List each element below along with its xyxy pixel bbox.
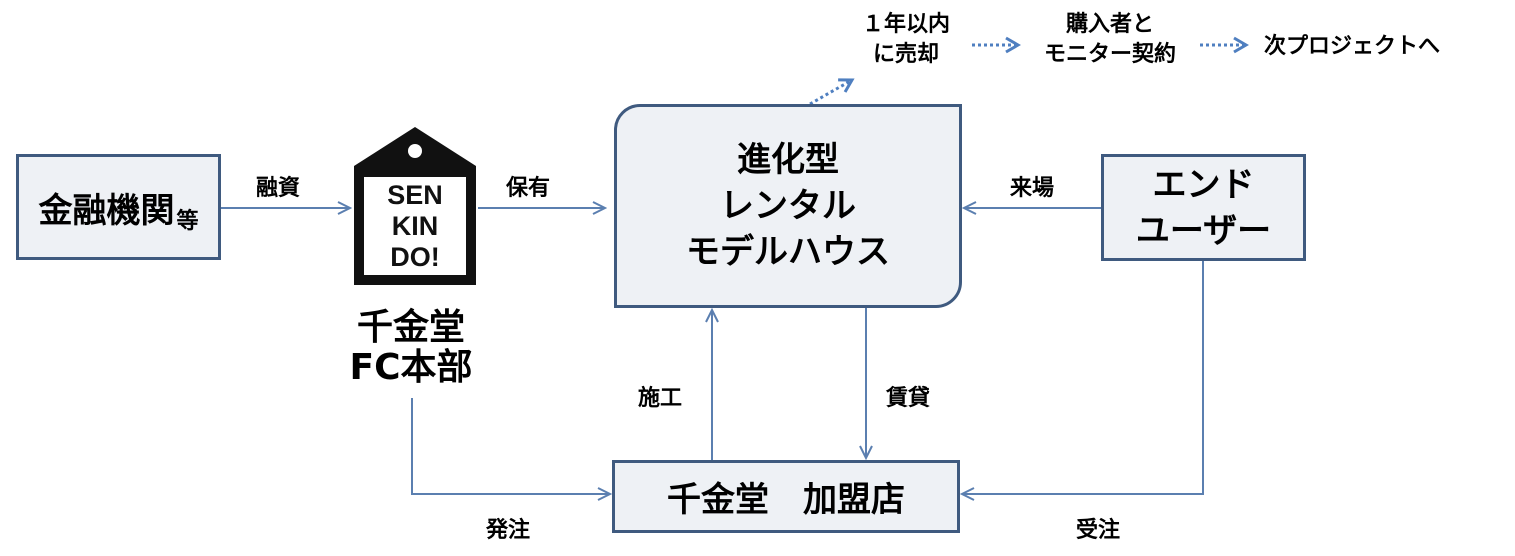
edge-label-loan: 融資: [256, 176, 301, 201]
model-line1: 進化型: [737, 140, 839, 180]
finance-sub-label: 等: [176, 209, 199, 234]
arrow-order-receive: [962, 261, 1204, 494]
edge-label-order-place: 発注: [486, 518, 531, 543]
franchise-shop-box: 千金堂 加盟店: [612, 460, 960, 533]
hq-name-line2: FC本部: [349, 347, 473, 388]
flow-step-contract-line2: モニター契約: [1043, 42, 1176, 67]
svg-text:SEN: SEN: [387, 180, 443, 210]
hq-name: 千金堂 FC本部: [342, 308, 480, 388]
flow-step-contract-line1: 購入者と: [1065, 12, 1154, 37]
edge-label-own: 保有: [506, 176, 551, 201]
model-line3: モデルハウス: [686, 232, 890, 272]
svg-text:DO!: DO!: [390, 242, 440, 272]
end-user-box: エンド ユーザー: [1101, 154, 1306, 261]
flow-step-sale-line2: に売却: [872, 42, 939, 67]
dotted-arrow-sale: [809, 78, 855, 106]
flow-step-sale: １年以内 に売却: [848, 10, 964, 70]
edge-label-build: 施工: [638, 386, 683, 411]
flow-step-next: 次プロジェクトへ: [1264, 34, 1441, 59]
shop-label: 千金堂 加盟店: [667, 480, 905, 520]
end-user-line2: ユーザー: [1135, 210, 1272, 251]
finance-institution-box: 金融機関等: [16, 154, 221, 260]
edge-label-order-receive: 受注: [1076, 518, 1121, 543]
edge-label-visit: 来場: [1010, 176, 1055, 201]
edge-label-lease: 賃貸: [886, 386, 931, 411]
flow-step-contract: 購入者と モニター契約: [1022, 10, 1198, 70]
hq-name-line1: 千金堂: [356, 307, 465, 348]
model-house-box: 進化型 レンタル モデルハウス: [614, 104, 962, 308]
arrow-order-place: [411, 398, 610, 494]
flow-step-sale-line1: １年以内: [861, 12, 950, 37]
finance-label: 金融機関: [38, 190, 175, 231]
svg-text:KIN: KIN: [392, 211, 439, 241]
senkindo-logo: SEN KIN DO!: [354, 127, 476, 285]
end-user-line1: エンド: [1152, 164, 1255, 205]
model-line2: レンタル: [720, 186, 856, 226]
